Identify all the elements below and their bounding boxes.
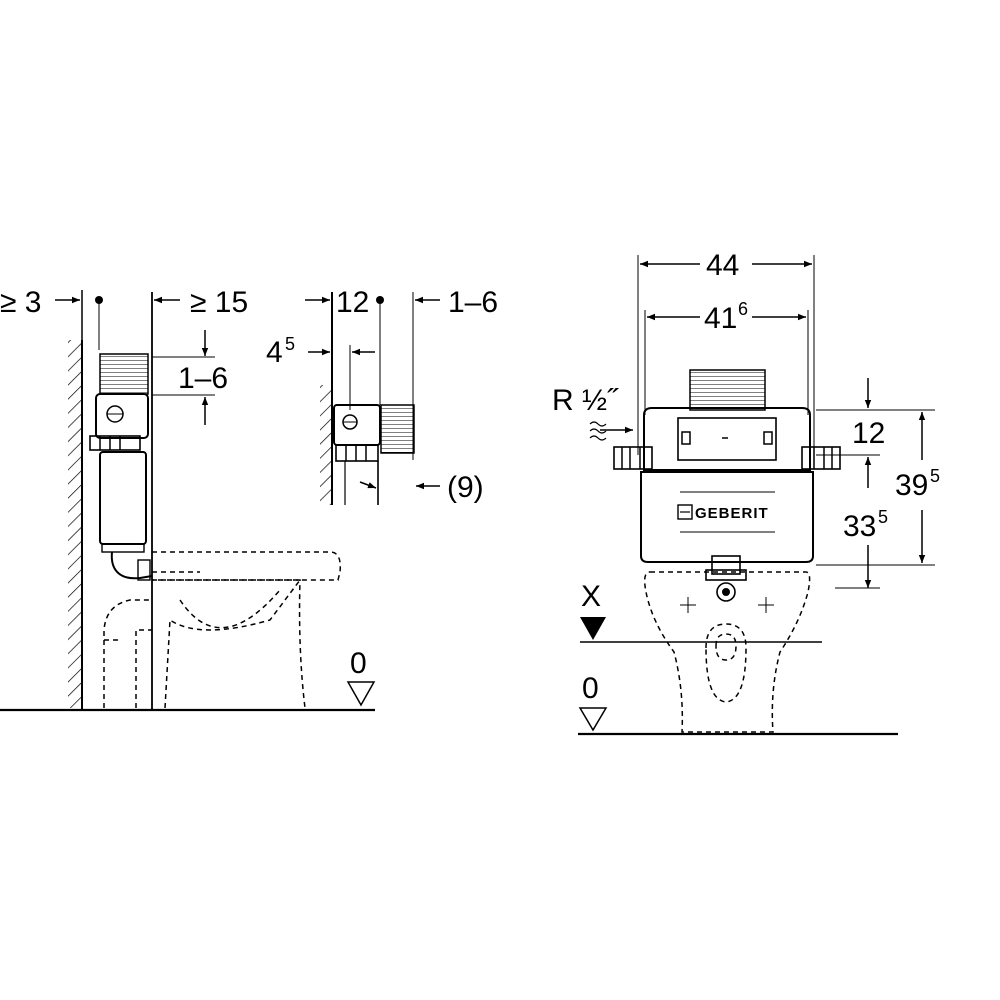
depth-label: 12 xyxy=(336,286,369,319)
height-range-label: 1–6 xyxy=(178,362,228,395)
wall-hatch xyxy=(68,340,82,708)
front-floor-label: 0 xyxy=(582,672,599,705)
connection-label: R ½˝ xyxy=(552,384,619,417)
thickness-range-label: 1–6 xyxy=(448,286,498,319)
wall-gap-label: ≥ 3 xyxy=(0,286,41,319)
top-offset-label: 12 xyxy=(852,417,885,450)
outlet-height-superscript: 5 xyxy=(878,507,888,527)
cistern-ribbed-top xyxy=(99,353,149,395)
cover-label: (9) xyxy=(447,471,484,504)
detail-wall-hatch xyxy=(320,385,332,505)
outlet-height-label: 33 xyxy=(843,510,876,543)
frame-bracket xyxy=(89,435,141,451)
front-gap-label: ≥ 15 xyxy=(190,286,248,319)
brand-plate xyxy=(676,502,776,522)
side-floor-label: 0 xyxy=(350,647,367,680)
x-marker-triangle xyxy=(580,617,606,640)
detail-reference-dot xyxy=(376,296,384,304)
total-height-superscript: 5 xyxy=(930,466,940,486)
inner-width-superscript: 6 xyxy=(738,299,748,319)
front-view xyxy=(578,255,935,736)
inner-width-label: 41 xyxy=(704,302,737,335)
floor-marker-triangle xyxy=(346,681,376,707)
water-waves xyxy=(589,421,607,441)
front-tank xyxy=(640,471,814,563)
flush-pipe xyxy=(110,551,153,580)
outer-width-label: 44 xyxy=(706,249,739,282)
right-connector xyxy=(801,446,841,470)
detail-ribbed-block xyxy=(380,404,415,454)
outlet-pipe xyxy=(716,582,736,602)
side-view xyxy=(0,290,376,712)
detail-bracket xyxy=(335,444,379,462)
flush-plate xyxy=(677,417,777,461)
detail-view xyxy=(305,292,440,505)
cistern-head xyxy=(95,393,149,439)
wc-outline xyxy=(103,551,342,709)
front-floor-marker xyxy=(578,707,608,732)
left-connector xyxy=(613,446,653,470)
reference-dot xyxy=(95,296,103,304)
x-marker-label: X xyxy=(581,580,601,613)
offset-label: 4 xyxy=(266,336,283,369)
wc-front-outline xyxy=(643,571,811,733)
cistern-body xyxy=(99,451,147,545)
total-height-label: 39 xyxy=(895,469,928,502)
front-head xyxy=(643,407,811,471)
front-ribbed-top xyxy=(689,369,766,411)
brand-logo: GEBERIT xyxy=(695,505,769,522)
offset-superscript: 5 xyxy=(285,334,295,354)
